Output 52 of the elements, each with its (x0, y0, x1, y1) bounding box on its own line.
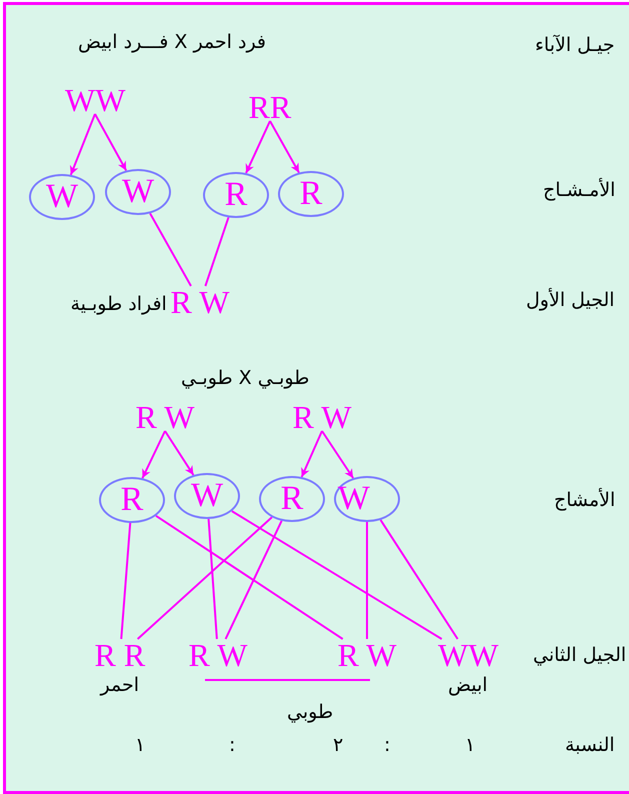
phenotype-label: احمر (100, 673, 139, 697)
ratio-number: ٢ (333, 733, 344, 757)
ratio-number: ١ (135, 733, 146, 757)
arrow (94, 114, 128, 172)
row-heading: الجيل الثاني (533, 643, 626, 667)
arrow (142, 430, 166, 479)
gamete-circle: W (29, 174, 95, 220)
genotype-text: R R (94, 639, 146, 671)
gamete-circle: W (174, 473, 240, 519)
genotype-text: R W (188, 639, 248, 671)
gamete-circle: Wً (334, 476, 400, 522)
row-heading: الأمـشـاج (543, 178, 616, 202)
cross-label: فرد احمر X فـــرد ابيض (78, 30, 266, 54)
ratio-number: ١ (465, 733, 476, 757)
gamete-circle: R (203, 172, 269, 218)
phenotype-label: ابيض (448, 673, 488, 697)
connector-line (366, 522, 368, 639)
phenotype-label: افراد طوبـية (70, 292, 167, 316)
row-heading: الأمشاج (554, 488, 616, 512)
arrow (321, 430, 354, 479)
genotype-text: RR (248, 91, 292, 123)
cross-label: طوبـي X طوبـي (181, 366, 310, 390)
connector-line (231, 510, 442, 640)
ratio-sign: : (384, 733, 390, 757)
ratio-sign: : (229, 733, 236, 757)
genotype-text: R W (338, 639, 396, 671)
gamete-circle: W (105, 169, 171, 215)
genotype-text: R W (170, 286, 230, 318)
row-heading: جيـل الآباء (535, 33, 615, 57)
row-heading: الجيل الأول (526, 288, 615, 312)
connector-line (380, 519, 458, 640)
arrow (70, 114, 96, 176)
gamete-circle: R (278, 171, 344, 217)
genotype-text: WW (65, 84, 126, 116)
connector-line (208, 518, 218, 640)
gamete-circle: R (259, 476, 325, 522)
arrow (269, 120, 300, 174)
arrow (300, 430, 323, 478)
arrow (245, 120, 271, 174)
genotype-text: WW (438, 639, 498, 671)
genotype-text: R W (136, 401, 194, 433)
row-heading: النسبة (565, 733, 615, 757)
arrow (164, 430, 194, 476)
connector-line (149, 212, 192, 286)
phenotype-label: طوبي (287, 700, 334, 724)
connector-line (136, 516, 273, 640)
gamete-circle: R (99, 477, 165, 523)
connector-line (155, 514, 344, 640)
connector-line (120, 522, 132, 640)
connector-line (224, 520, 283, 640)
connector-line (204, 217, 230, 286)
genotype-text: R W (292, 401, 352, 433)
